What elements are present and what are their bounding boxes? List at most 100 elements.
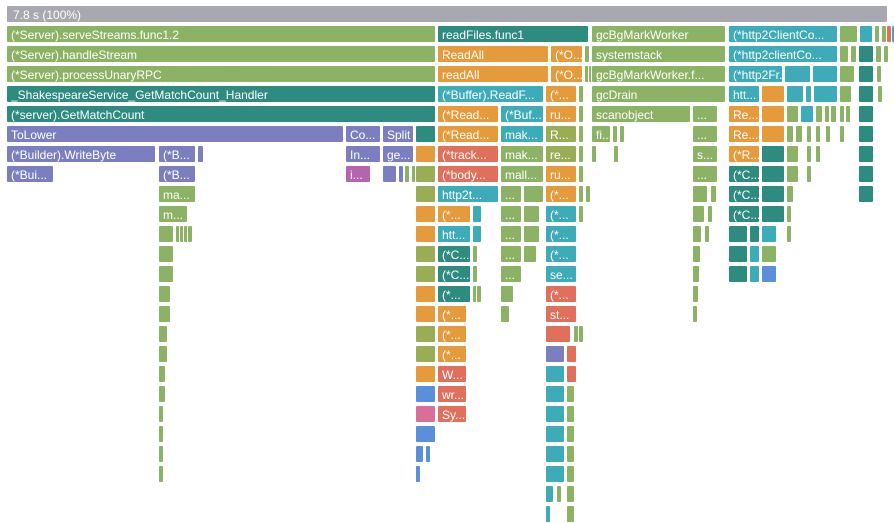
frame-r10-t[interactable]	[472, 205, 482, 223]
frame-C-3[interactable]: (*C...	[728, 205, 760, 223]
frame-ma[interactable]: ma...	[158, 185, 196, 203]
frame-r25-b[interactable]	[566, 505, 575, 523]
frame-R-caret[interactable]: (*R...	[728, 145, 760, 163]
frame-body[interactable]: (*body...	[437, 165, 499, 183]
frame-O-1[interactable]: (*O...	[550, 45, 583, 63]
frame-r9-w[interactable]	[585, 185, 591, 203]
frame-r17-b[interactable]	[566, 345, 577, 363]
frame-r23-s1[interactable]	[158, 465, 164, 483]
frame-r8-a[interactable]	[761, 165, 785, 183]
frame-s-1[interactable]: s...	[692, 145, 718, 163]
frame-r11-s5[interactable]	[187, 225, 193, 243]
frame-r5-i[interactable]	[858, 105, 874, 123]
frame-r19-s1[interactable]	[158, 385, 166, 403]
frame-dots-8[interactable]: ...	[500, 265, 522, 283]
frame-r17-z[interactable]	[415, 345, 436, 363]
frame-r9-b[interactable]	[786, 185, 794, 203]
frame-r7-e[interactable]	[858, 145, 874, 163]
frame-r6-z[interactable]	[415, 125, 436, 143]
frame-r16-c[interactable]	[578, 325, 584, 343]
frame-r12-y[interactable]	[523, 245, 537, 263]
frame-r2-b[interactable]	[850, 45, 857, 63]
frame-r4-x[interactable]	[578, 85, 584, 103]
frame-star-9[interactable]: (*...	[437, 305, 467, 323]
frame-r9-y[interactable]	[523, 185, 544, 203]
frame-r7-s[interactable]	[197, 145, 204, 163]
frame-r12-s1[interactable]	[158, 245, 174, 263]
frame-r9-c[interactable]	[858, 185, 874, 203]
frame-r11-d[interactable]	[786, 225, 792, 243]
frame-mak-2[interactable]: mak...	[500, 145, 544, 163]
frame-r12-z[interactable]	[415, 245, 436, 263]
frame-r7-q[interactable]	[613, 145, 619, 163]
frame-r10-y[interactable]	[523, 205, 540, 223]
frame-r10-z[interactable]	[415, 205, 436, 223]
frame-r5-a[interactable]	[761, 105, 785, 123]
frame-r9-q[interactable]	[710, 185, 717, 203]
frame-r8-b[interactable]	[786, 165, 799, 183]
frame-r11-a[interactable]	[728, 225, 748, 243]
frame-Buf-1[interactable]: (*Buf...	[500, 105, 544, 123]
frame-r4-e[interactable]	[839, 85, 852, 103]
frame-r5-c[interactable]	[800, 105, 814, 123]
frame-r21-z[interactable]	[415, 425, 436, 443]
frame-i-mag[interactable]: i...	[345, 165, 371, 183]
frame-r11-t[interactable]	[472, 225, 482, 243]
frame-r3-c[interactable]	[839, 65, 855, 83]
frame-r13-c[interactable]	[761, 265, 777, 283]
frame-WriteByte[interactable]: (*Builder).WriteByte	[6, 145, 156, 163]
frame-r15-s1[interactable]	[158, 305, 171, 323]
frame-r4-f[interactable]	[858, 85, 874, 103]
frame-r4-g[interactable]	[877, 85, 883, 103]
frame-Bui[interactable]: (*Bui...	[6, 165, 54, 183]
frame-r22-z2[interactable]	[425, 445, 431, 463]
frame-star-2[interactable]: (*...	[545, 185, 577, 203]
frame-r11-y[interactable]	[523, 225, 540, 243]
frame-r18-a[interactable]	[545, 365, 565, 383]
frame-r18-z[interactable]	[415, 365, 436, 383]
frame-r14-s1[interactable]	[158, 285, 171, 303]
frame-Re-2[interactable]: Re...	[728, 125, 760, 143]
frame-r22-b[interactable]	[566, 445, 575, 463]
frame-star-4[interactable]: (*...	[545, 205, 577, 223]
frame-r11-s1[interactable]	[158, 225, 174, 243]
frame-r24-b[interactable]	[556, 485, 562, 503]
frame-r9-p[interactable]	[692, 185, 708, 203]
frame-r3-a[interactable]	[784, 65, 811, 83]
frame-r16-s1[interactable]	[158, 325, 168, 343]
frame-ToLower[interactable]: ToLower	[6, 125, 344, 143]
frame-gcDrain[interactable]: gcDrain	[591, 85, 726, 103]
frame-r19-z[interactable]	[415, 385, 436, 403]
frame-r14-z[interactable]	[415, 285, 436, 303]
frame-r14-u[interactable]	[476, 285, 482, 303]
frame-r7-d[interactable]	[815, 145, 821, 163]
frame-r7-a[interactable]	[761, 145, 785, 163]
frame-r7-x[interactable]	[578, 145, 584, 163]
frame-r6-b[interactable]	[786, 125, 794, 143]
frame-star-1[interactable]: (*...	[545, 85, 577, 103]
frame-C-4[interactable]: (*C...	[437, 245, 471, 263]
frame-r13-p[interactable]	[692, 265, 700, 283]
frame-r12-p[interactable]	[692, 245, 701, 263]
frame-r13-z[interactable]	[415, 265, 436, 283]
frame-Split[interactable]: Split	[382, 125, 414, 143]
frame-r5-g[interactable]	[839, 105, 845, 123]
frame-Re-1[interactable]: Re...	[728, 105, 760, 123]
frame-r6-h[interactable]	[858, 125, 874, 143]
frame-Read-2[interactable]: (*Read...	[437, 125, 499, 143]
frame-r7-b[interactable]	[786, 145, 799, 163]
frame-r25-a[interactable]	[545, 505, 551, 523]
frame-r18-s1[interactable]	[158, 365, 166, 383]
frame-m[interactable]: m...	[158, 205, 188, 223]
frame-r21-a[interactable]	[545, 425, 565, 443]
frame-r10-q[interactable]	[707, 205, 713, 223]
frame-r4-d[interactable]	[813, 85, 838, 103]
frame-r11-z[interactable]	[415, 225, 436, 243]
frame-r15-v[interactable]	[500, 305, 510, 323]
frame-ru-2[interactable]: ru...	[545, 165, 577, 183]
frame-r6-e[interactable]	[815, 125, 821, 143]
frame-dots-6[interactable]: ...	[500, 225, 522, 243]
frame-r15-p[interactable]	[692, 305, 698, 323]
frame-r13-s1[interactable]	[158, 265, 174, 283]
frame-r9-z[interactable]	[415, 185, 436, 203]
